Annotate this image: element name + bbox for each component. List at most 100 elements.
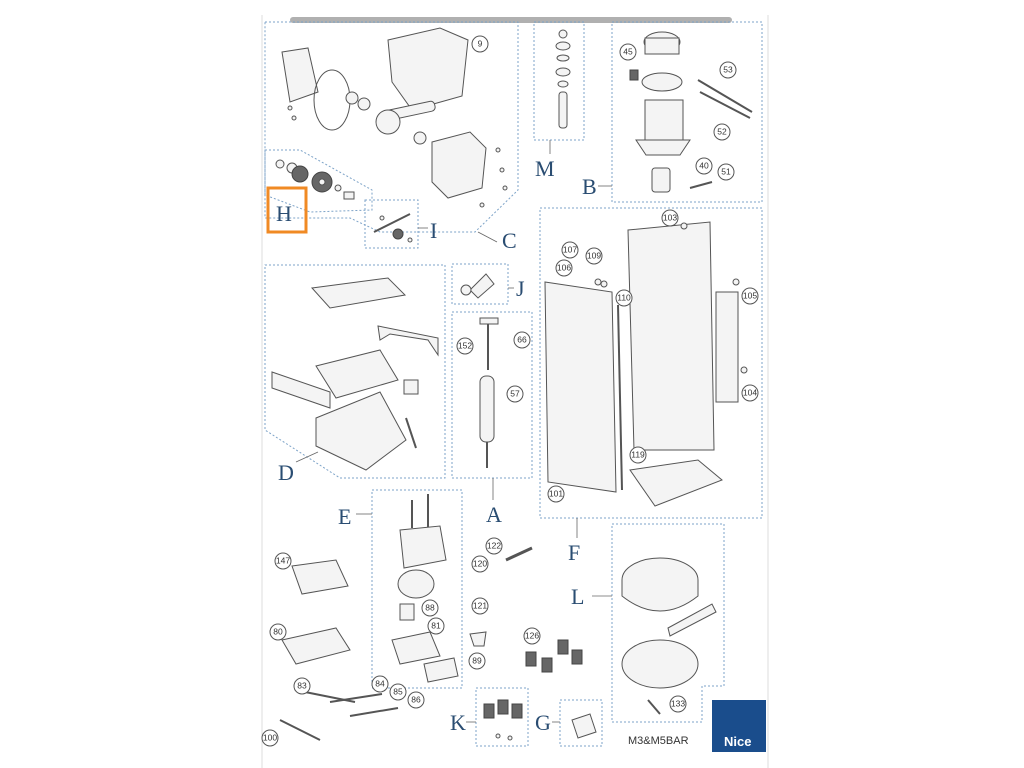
- group-c-region[interactable]: [264, 21, 519, 233]
- part-callout[interactable]: 122: [485, 537, 503, 555]
- svg-text:100: 100: [263, 732, 277, 742]
- part-callout[interactable]: 88: [421, 599, 439, 617]
- gearbox-housing: [431, 131, 487, 199]
- svg-text:66: 66: [517, 334, 527, 344]
- group-i-region[interactable]: [364, 199, 419, 249]
- group-b-region[interactable]: [611, 21, 763, 203]
- part-callout[interactable]: 81: [427, 617, 445, 635]
- spring: [479, 375, 495, 443]
- part-callout[interactable]: 89: [468, 652, 486, 670]
- svg-text:88: 88: [425, 602, 435, 612]
- group-e-region[interactable]: [371, 489, 463, 689]
- bracket-80: [281, 627, 351, 665]
- group-m-region[interactable]: [533, 21, 585, 141]
- frame: [315, 349, 399, 399]
- svg-text:85: 85: [393, 686, 403, 696]
- group-label-i[interactable]: I: [430, 218, 437, 243]
- part-callout[interactable]: 120: [471, 555, 489, 573]
- group-label-c[interactable]: C: [502, 228, 517, 253]
- side-panel: [377, 325, 439, 357]
- part-callout[interactable]: 57: [506, 385, 524, 403]
- svg-text:109: 109: [587, 250, 601, 260]
- part-callout[interactable]: 51: [717, 163, 735, 181]
- part-callout[interactable]: 45: [619, 43, 637, 61]
- side-strip: [715, 291, 739, 403]
- brand-logo-text: Nice: [724, 734, 751, 749]
- group-label-h[interactable]: H: [276, 201, 292, 226]
- group-label-m[interactable]: M: [535, 156, 555, 181]
- group-d-region[interactable]: [264, 264, 446, 479]
- part-callout[interactable]: 53: [719, 61, 737, 79]
- part-callout[interactable]: 133: [669, 695, 687, 713]
- svg-text:84: 84: [375, 678, 385, 688]
- svg-text:104: 104: [743, 387, 757, 397]
- part-callout[interactable]: 106: [555, 259, 573, 277]
- part-callout[interactable]: 109: [585, 247, 603, 265]
- part-callout[interactable]: 80: [269, 623, 287, 641]
- svg-text:103: 103: [663, 212, 677, 222]
- part-callout[interactable]: 40: [695, 157, 713, 175]
- group-label-k[interactable]: K: [450, 710, 466, 735]
- svg-text:80: 80: [273, 626, 283, 636]
- group-label-a[interactable]: A: [486, 502, 502, 527]
- part-callout[interactable]: 103: [661, 209, 679, 227]
- part-callout[interactable]: 107: [561, 241, 579, 259]
- part-callout[interactable]: 52: [713, 123, 731, 141]
- group-k-region[interactable]: [475, 687, 529, 747]
- part-callout[interactable]: 86: [407, 691, 425, 709]
- part-callout[interactable]: 100: [261, 729, 279, 747]
- svg-text:89: 89: [472, 655, 482, 665]
- group-g-region[interactable]: [559, 699, 603, 747]
- svg-text:133: 133: [671, 698, 685, 708]
- part-callout[interactable]: 119: [629, 446, 647, 464]
- transformer: [399, 525, 447, 569]
- svg-text:105: 105: [743, 290, 757, 300]
- svg-text:9: 9: [478, 38, 483, 48]
- svg-text:81: 81: [431, 620, 441, 630]
- part-callout[interactable]: 104: [741, 384, 759, 402]
- group-label-b[interactable]: B: [582, 174, 597, 199]
- part-callout[interactable]: 9: [471, 35, 489, 53]
- svg-text:107: 107: [563, 244, 577, 254]
- svg-text:119: 119: [631, 449, 645, 459]
- control-base: [621, 639, 699, 689]
- cabinet-frame: [627, 221, 715, 451]
- part-callout[interactable]: 101: [547, 485, 565, 503]
- bracket-plate: [387, 27, 469, 111]
- svg-text:57: 57: [510, 388, 520, 398]
- svg-text:86: 86: [411, 694, 421, 704]
- part-callout[interactable]: 121: [471, 597, 489, 615]
- svg-text:83: 83: [297, 680, 307, 690]
- base-plate: [629, 459, 723, 507]
- group-f-region[interactable]: [539, 207, 763, 519]
- group-label-l[interactable]: L: [571, 584, 584, 609]
- base-housing: [315, 391, 407, 471]
- group-label-j[interactable]: J: [516, 276, 525, 301]
- svg-text:40: 40: [699, 160, 709, 170]
- part-callout[interactable]: 83: [293, 677, 311, 695]
- group-label-g[interactable]: G: [535, 710, 551, 735]
- part-callout[interactable]: 105: [741, 287, 759, 305]
- group-h-region[interactable]: [264, 149, 373, 213]
- part-callout[interactable]: 110: [615, 289, 633, 307]
- part-callout[interactable]: 85: [389, 683, 407, 701]
- board-147: [291, 559, 349, 595]
- selected-group-highlight: [266, 186, 308, 234]
- svg-text:122: 122: [487, 540, 501, 550]
- svg-text:152: 152: [458, 340, 472, 350]
- svg-text:106: 106: [557, 262, 571, 272]
- group-l-region[interactable]: [611, 523, 725, 723]
- part-callout[interactable]: 147: [274, 552, 292, 570]
- group-j-region[interactable]: [451, 263, 509, 305]
- part-callout[interactable]: 126: [523, 627, 541, 645]
- svg-text:121: 121: [473, 600, 487, 610]
- svg-text:52: 52: [717, 126, 727, 136]
- group-label-f[interactable]: F: [568, 540, 580, 565]
- group-label-d[interactable]: D: [278, 460, 294, 485]
- group-a-region[interactable]: [451, 311, 533, 479]
- part-callout[interactable]: 152: [456, 337, 474, 355]
- part-callout[interactable]: 84: [371, 675, 389, 693]
- part-callout[interactable]: 66: [513, 331, 531, 349]
- group-label-e[interactable]: E: [338, 504, 351, 529]
